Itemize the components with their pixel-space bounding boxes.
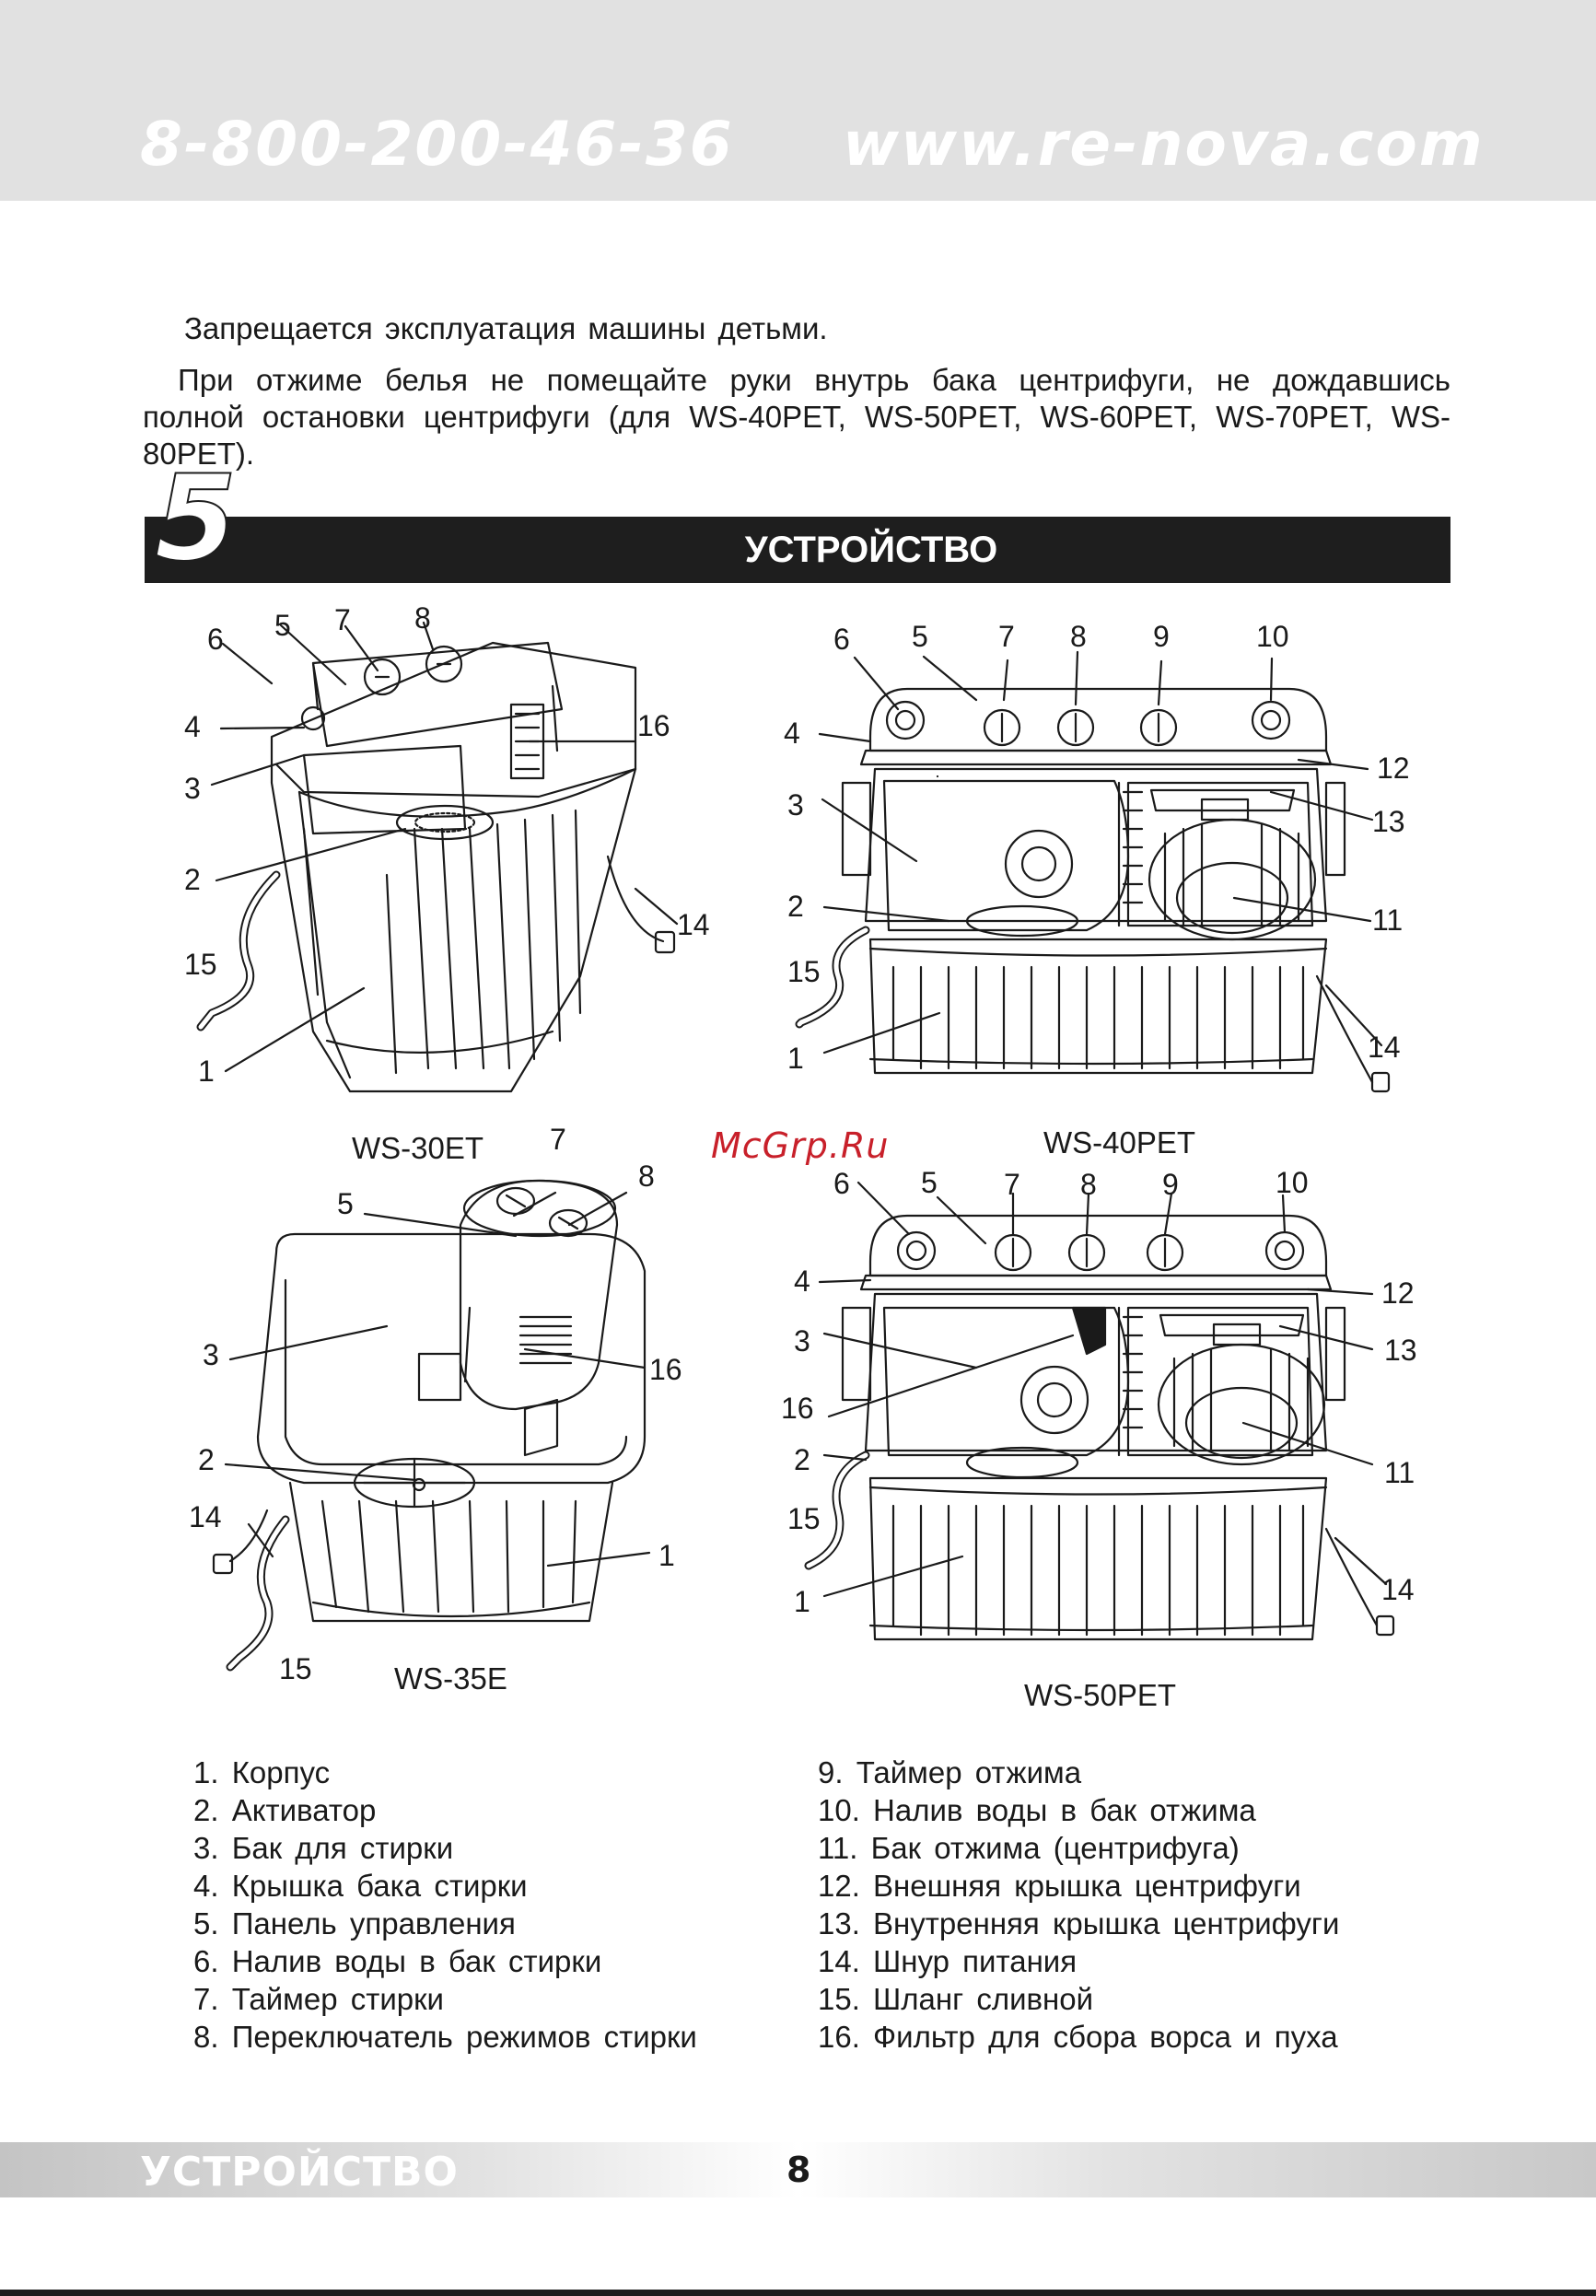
label-15: 15 bbox=[787, 1502, 821, 1535]
label-13: 13 bbox=[1384, 1334, 1417, 1367]
label-12: 12 bbox=[1381, 1276, 1415, 1310]
label-9: 9 bbox=[1162, 1168, 1179, 1201]
section-number: 5 bbox=[154, 450, 238, 588]
label-1: 1 bbox=[198, 1055, 215, 1088]
label-7: 7 bbox=[998, 620, 1015, 653]
legend-item: 7. Таймер стирки bbox=[193, 1982, 444, 2016]
label-5: 5 bbox=[912, 620, 928, 653]
label-2: 2 bbox=[787, 890, 804, 923]
bottom-rule bbox=[0, 2290, 1596, 2296]
label-4: 4 bbox=[794, 1265, 810, 1298]
label-16: 16 bbox=[637, 709, 670, 742]
device-diagrams: 6 5 7 8 4 3 2 15 1 16 14 WS-30ET bbox=[184, 601, 1417, 1712]
label-11: 11 bbox=[1372, 903, 1403, 937]
label-2: 2 bbox=[198, 1443, 215, 1476]
model-ws50pet: WS-50PET bbox=[1024, 1678, 1176, 1712]
footer-title: УСТРОЙСТВО bbox=[140, 2149, 459, 2196]
label-6: 6 bbox=[833, 623, 850, 656]
legend-left: 1. Корпус 2. Активатор 3. Бак для стирки… bbox=[193, 1754, 697, 2056]
intro-paragraph-2: При отжиме белья не помещайте руки внутр… bbox=[143, 363, 1450, 471]
page-footer bbox=[0, 2142, 1596, 2197]
legend-item: 2. Активатор bbox=[193, 1793, 377, 1827]
legend-item: 6. Налив воды в бак стирки bbox=[193, 1944, 602, 1978]
label-5: 5 bbox=[921, 1166, 938, 1199]
label-4: 4 bbox=[184, 710, 201, 743]
label-11: 11 bbox=[1384, 1456, 1415, 1489]
label-15: 15 bbox=[787, 955, 821, 988]
label-3: 3 bbox=[787, 788, 804, 822]
section-bar bbox=[145, 517, 1450, 583]
legend-item: 16. Фильтр для сбора ворса и пуха bbox=[818, 2020, 1338, 2054]
diagram-ws40pet: 6 5 7 8 9 10 4 3 2 15 1 12 13 11 14 WS-4… bbox=[784, 620, 1410, 1160]
header-phone: 8-800-200-46-36 bbox=[140, 109, 734, 180]
label-6: 6 bbox=[207, 623, 224, 656]
label-6: 6 bbox=[833, 1167, 850, 1200]
label-3: 3 bbox=[184, 772, 201, 805]
legend-item: 14. Шнур питания bbox=[818, 1944, 1078, 1978]
diagram-ws30et: 6 5 7 8 4 3 2 15 1 16 14 WS-30ET bbox=[184, 601, 710, 1165]
label-14: 14 bbox=[1368, 1031, 1401, 1064]
label-15: 15 bbox=[184, 948, 217, 981]
diagram-ws35e: 7 8 5 3 2 14 15 1 16 WS-35E bbox=[189, 1123, 682, 1696]
legend-item: 1. Корпус bbox=[193, 1755, 331, 1789]
label-7: 7 bbox=[1004, 1168, 1020, 1201]
label-2: 2 bbox=[794, 1443, 810, 1476]
label-8: 8 bbox=[414, 601, 431, 635]
intro-paragraph-1: Запрещается эксплуатация машины детьми. bbox=[184, 311, 828, 345]
legend-right: 9. Таймер отжима 10. Налив воды в бак от… bbox=[818, 1754, 1339, 2056]
legend-item: 5. Панель управления bbox=[193, 1906, 516, 1941]
label-13: 13 bbox=[1372, 805, 1405, 838]
label-14: 14 bbox=[677, 908, 710, 941]
label-3: 3 bbox=[794, 1324, 810, 1358]
page-header: 8-800-200-46-36 www.re-nova.com bbox=[0, 0, 1596, 201]
label-15: 15 bbox=[279, 1652, 312, 1685]
legend-item: 13. Внутренняя крышка центрифуги bbox=[818, 1906, 1340, 1941]
label-14: 14 bbox=[1381, 1573, 1415, 1606]
label-10: 10 bbox=[1256, 620, 1289, 653]
label-1: 1 bbox=[787, 1042, 804, 1075]
page-number: 8 bbox=[786, 2150, 811, 2190]
label-9: 9 bbox=[1153, 620, 1170, 653]
label-4: 4 bbox=[784, 717, 800, 750]
label-8: 8 bbox=[1070, 620, 1087, 653]
model-ws35e: WS-35E bbox=[394, 1661, 507, 1696]
label-5: 5 bbox=[274, 609, 291, 642]
legend-item: 4. Крышка бака стирки bbox=[193, 1869, 528, 1903]
legend-item: 10. Налив воды в бак отжима bbox=[818, 1793, 1256, 1827]
label-14: 14 bbox=[189, 1500, 222, 1533]
watermark: McGrp.Ru bbox=[711, 1125, 890, 1166]
label-16: 16 bbox=[781, 1392, 814, 1425]
label-2: 2 bbox=[184, 863, 201, 896]
section-title: УСТРОЙСТВО bbox=[744, 530, 998, 570]
label-16: 16 bbox=[649, 1353, 682, 1386]
label-5: 5 bbox=[337, 1187, 354, 1220]
label-8: 8 bbox=[638, 1160, 655, 1193]
header-url: www.re-nova.com bbox=[843, 109, 1485, 180]
legend-item: 15. Шланг сливной bbox=[818, 1982, 1094, 2016]
legend-item: 8. Переключатель режимов стирки bbox=[193, 2020, 697, 2054]
label-10: 10 bbox=[1276, 1166, 1309, 1199]
label-7: 7 bbox=[334, 603, 351, 636]
diagram-ws50pet: 6 5 7 8 9 10 4 3 16 2 15 1 12 13 11 14 W… bbox=[781, 1166, 1417, 1712]
label-1: 1 bbox=[794, 1585, 810, 1618]
legend-item: 11. Бак отжима (центрифуга) bbox=[818, 1831, 1240, 1865]
legend-item: 12. Внешняя крышка центрифуги bbox=[818, 1869, 1301, 1903]
label-1: 1 bbox=[658, 1539, 675, 1572]
label-8: 8 bbox=[1080, 1168, 1097, 1201]
legend-item: 9. Таймер отжима bbox=[818, 1755, 1082, 1789]
label-3: 3 bbox=[203, 1338, 219, 1371]
model-ws40pet: WS-40PET bbox=[1043, 1125, 1195, 1160]
model-ws30et: WS-30ET bbox=[352, 1131, 483, 1165]
label-7: 7 bbox=[550, 1123, 566, 1156]
label-12: 12 bbox=[1377, 752, 1410, 785]
legend-item: 3. Бак для стирки bbox=[193, 1831, 454, 1865]
